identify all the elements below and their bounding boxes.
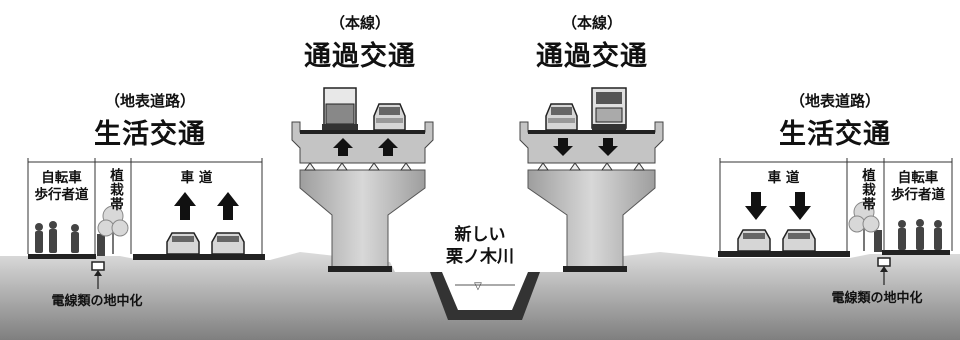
left-conduit-arrowhead (94, 270, 102, 276)
left-road-up-arrows (174, 192, 239, 220)
left-dimension-lines (27, 158, 263, 254)
right-bridge-note: （本線） (561, 14, 622, 32)
ground (0, 252, 960, 340)
left-cycle-zone-label-1: 自転車 (41, 170, 82, 186)
river-channel (430, 272, 540, 320)
car-left-bridge (373, 103, 406, 131)
left-bridge-title: 通過交通 (304, 41, 416, 72)
water-level-icon: ▽ (474, 281, 482, 292)
right-plant-zone-label: 植栽帯 (859, 168, 875, 212)
left-road-cars (166, 232, 245, 255)
left-cycle-zone-label-2: 歩行者道 (34, 187, 89, 203)
right-curb (874, 230, 882, 252)
car-right-bridge (545, 103, 578, 131)
river-label-line1: 新しい (454, 225, 506, 245)
right-bridge-title: 通過交通 (536, 41, 648, 72)
left-sidewalk (28, 254, 96, 259)
left-plant-zone-label: 植栽帯 (107, 168, 123, 212)
right-sidewalk (882, 250, 950, 255)
left-road-zone-label: 車 道 (180, 170, 213, 186)
right-road-zone-label: 車 道 (767, 170, 800, 186)
river-label-line2: 栗ノ木川 (446, 247, 514, 267)
right-underground-label: 電線類の地中化 (831, 291, 923, 306)
right-dimension-lines (719, 158, 953, 251)
right-cycle-zone-label-1: 自転車 (897, 170, 939, 186)
left-pier-footing (328, 266, 392, 272)
truck-left (322, 87, 358, 130)
left-conduit-box (91, 261, 105, 271)
right-deck-surface (528, 130, 655, 134)
left-deck-surface (300, 130, 425, 134)
left-bridge-note: （本線） (329, 14, 390, 32)
left-road-surface (133, 254, 265, 260)
right-road-surface (718, 251, 850, 257)
right-pier-footing (563, 266, 627, 272)
right-surface-title: 生活交通 (779, 119, 891, 150)
right-road-cars (737, 229, 816, 252)
left-surface-note: （地表道路） (104, 92, 195, 110)
right-bearings (537, 162, 645, 171)
left-tree (97, 205, 129, 254)
left-curb (97, 234, 105, 256)
right-bridge-down-arrows (553, 138, 618, 156)
right-conduit-arrowhead (880, 266, 888, 272)
left-underground-label: 電線類の地中化 (51, 294, 143, 309)
left-pedestrians (35, 221, 79, 253)
right-tree (848, 201, 880, 251)
left-bridge-up-arrows (333, 138, 398, 156)
truck-right (591, 87, 627, 130)
right-conduit-box (877, 257, 891, 267)
left-bearings (304, 162, 412, 171)
left-deck-girder (291, 121, 434, 164)
right-pedestrians (898, 219, 942, 250)
right-cycle-zone-label-2: 歩行者道 (891, 187, 945, 203)
right-road-down-arrows (745, 192, 811, 220)
right-surface-note: （地表道路） (789, 92, 880, 110)
left-surface-title: 生活交通 (94, 119, 206, 150)
